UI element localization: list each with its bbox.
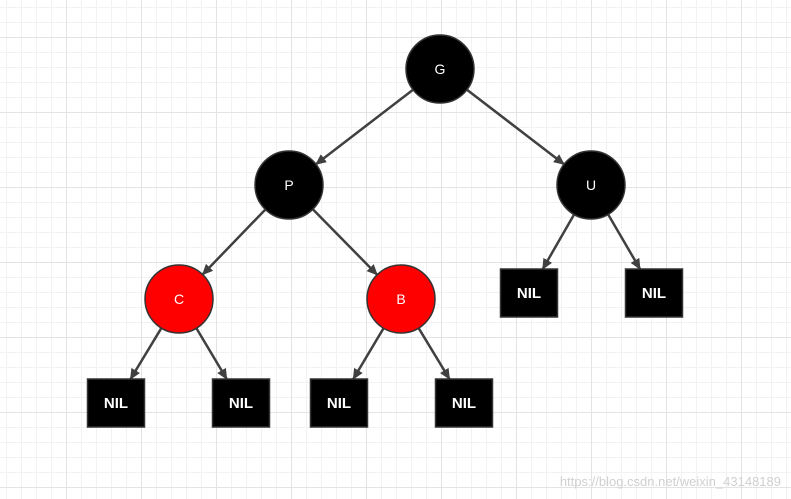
edge-U-to-nil-u-left	[541, 213, 576, 270]
tree-node-P: P	[254, 150, 324, 220]
edge-B-to-nil-b-right	[417, 327, 451, 380]
node-label-U: U	[586, 177, 596, 193]
nil-box-nil-u-left	[499, 268, 559, 318]
nil-label-nil-c-right: NIL	[229, 395, 253, 412]
nil-box-nil-c-right	[211, 378, 271, 428]
nil-box-nil-b-right	[434, 378, 494, 428]
node-circle-G	[405, 34, 475, 104]
node-circle-P	[254, 150, 324, 220]
edge-C-to-nil-c-left	[129, 327, 163, 380]
tree-node-B: B	[366, 264, 436, 334]
nil-box-nil-b-left	[309, 378, 369, 428]
nil-box-nil-u-right	[624, 268, 684, 318]
edge-P-to-B	[311, 208, 379, 276]
nil-label-nil-b-left: NIL	[327, 395, 351, 412]
edge-P-to-C	[201, 208, 267, 276]
nil-box-nil-c-left	[86, 378, 146, 428]
node-circle-B	[366, 264, 436, 334]
nil-label-nil-u-left: NIL	[517, 285, 541, 302]
nodes-layer: G P U C B NIL NIL NIL NIL NIL NIL	[86, 34, 684, 428]
nil-leaf-c-right: NIL	[211, 378, 271, 428]
edges-layer	[129, 88, 642, 380]
nil-leaf-u-left: NIL	[499, 268, 559, 318]
edge-G-to-U	[466, 88, 565, 166]
tree-node-U: U	[556, 150, 626, 220]
node-label-C: C	[174, 291, 184, 307]
edge-B-to-nil-b-left	[352, 327, 385, 380]
node-label-B: B	[396, 291, 405, 307]
node-circle-U	[556, 150, 626, 220]
nil-leaf-u-right: NIL	[624, 268, 684, 318]
watermark: https://blog.csdn.net/weixin_43148189	[559, 474, 781, 489]
edge-G-to-P	[315, 88, 414, 166]
nil-leaf-b-left: NIL	[309, 378, 369, 428]
node-label-G: G	[435, 61, 446, 77]
node-label-P: P	[284, 177, 293, 193]
nil-leaf-c-left: NIL	[86, 378, 146, 428]
node-circle-C	[144, 264, 214, 334]
edge-C-to-nil-c-right	[195, 327, 228, 380]
nil-label-nil-c-left: NIL	[104, 395, 128, 412]
nil-leaf-b-right: NIL	[434, 378, 494, 428]
nil-label-nil-u-right: NIL	[642, 285, 666, 302]
nil-label-nil-b-right: NIL	[452, 395, 476, 412]
tree-node-G: G	[405, 34, 475, 104]
edge-U-to-nil-u-right	[607, 213, 642, 270]
tree-node-C: C	[144, 264, 214, 334]
